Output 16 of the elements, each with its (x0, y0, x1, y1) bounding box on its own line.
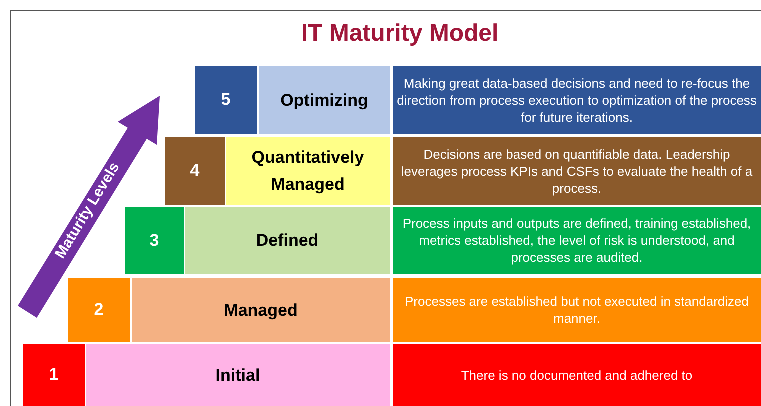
level-box: Initial (86, 344, 390, 406)
number-box: 5 (195, 66, 257, 134)
level-box: Quantitatively Managed (226, 137, 390, 205)
level-box: Defined (185, 207, 390, 274)
description-box: Processes are established but not executed in standardized manner. (393, 278, 761, 342)
number-box: 2 (68, 278, 130, 342)
description-box: Process inputs and outputs are defined, training established, metrics established, the level of risk is understood, and processes are audited. (393, 207, 761, 274)
number-box: 1 (23, 344, 85, 406)
description-box: Making great data-based decisions and need to re-focus the direction from process execution to optimization of the process for future iterations. (393, 66, 761, 134)
title: IT Maturity Model (300, 19, 500, 49)
level-box: Optimizing (259, 66, 390, 134)
level-box: Managed (132, 278, 390, 342)
number-box: 3 (125, 207, 184, 274)
number-box: 4 (165, 137, 225, 205)
description-box: There is no documented and adhered to (393, 344, 761, 406)
description-box: Decisions are based on quantifiable data. Leadership leverages process KPIs and CSFs to evaluate the health of a process. (393, 137, 761, 205)
